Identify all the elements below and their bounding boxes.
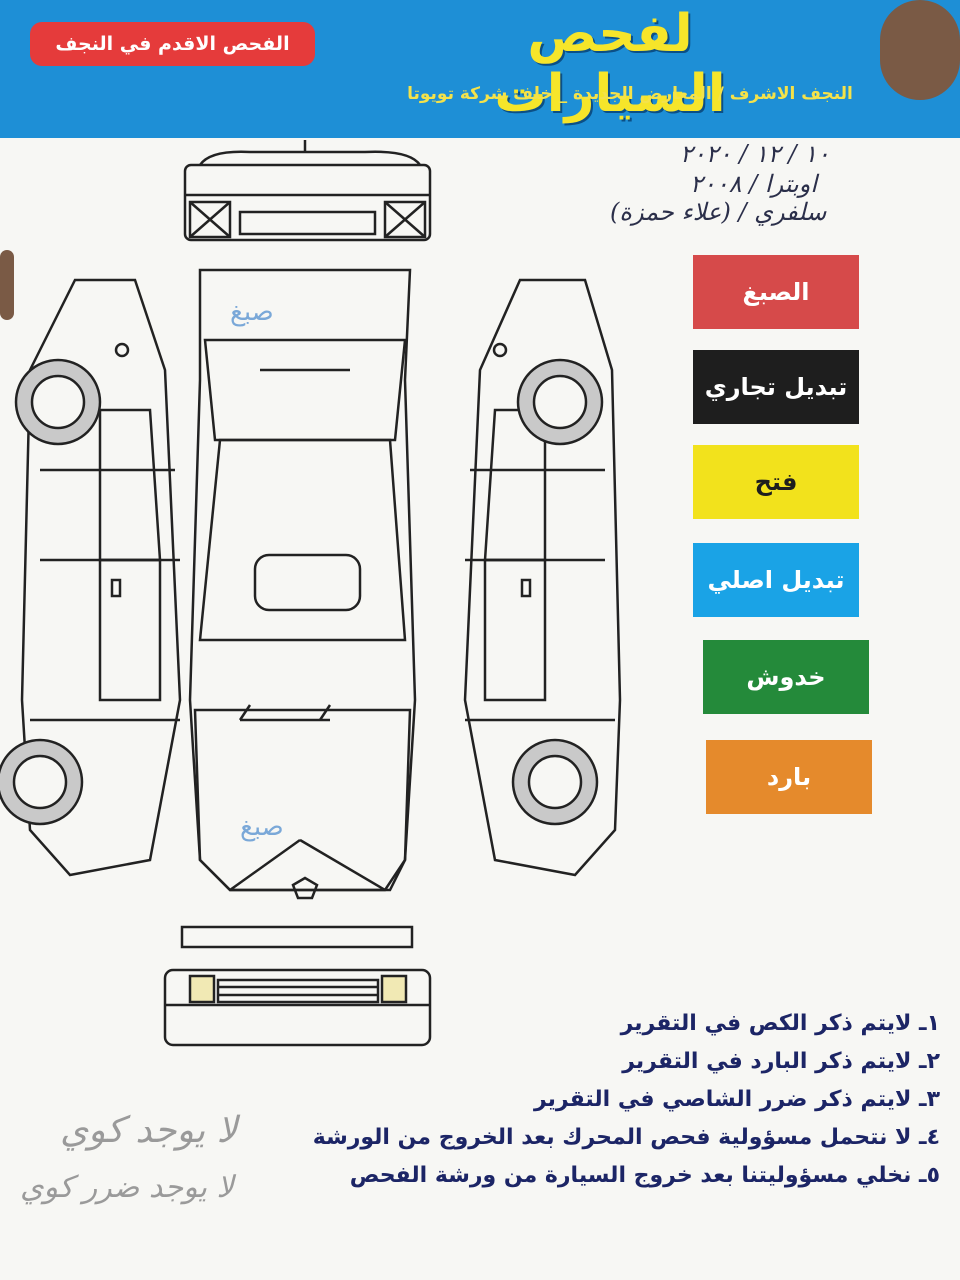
oldest-inspection-badge: الفحص الاقدم في النجف	[30, 22, 315, 66]
handwritten-owner: سلفري / (علاء حمزة)	[610, 198, 827, 226]
header-banner: الفحص الاقدم في النجف لفحص السيارات النج…	[0, 0, 960, 138]
pencil-note-1: لا يوجد كوي	[60, 1110, 238, 1151]
rear-view-outline	[163, 968, 432, 1047]
disclaimer-notes: ١ـ لايتم ذكر الكص في التقرير ٢ـ لايتم ذك…	[312, 1005, 940, 1195]
legend-opened: فتح	[693, 445, 859, 519]
legend-paint: الصبغ	[693, 255, 859, 329]
note-5: ٥ـ نخلي مسؤوليتنا بعد خروج السيارة من ور…	[349, 1163, 940, 1188]
note-4: ٤ـ لا نتحمل مسؤولية فحص المحرك بعد الخرو…	[312, 1125, 940, 1150]
legend-commercial-replacement: تبديل تجاري	[693, 350, 859, 424]
handwritten-date: ١٠ / ١٢ / ٢٠٢٠	[680, 140, 830, 168]
pencil-note-2: لا يوجد ضرر كوي	[20, 1170, 234, 1205]
legend-scratches: خدوش	[703, 640, 869, 714]
right-side-outline	[463, 278, 622, 877]
page-title: لفحص السيارات	[494, 4, 726, 124]
top-view-outline	[180, 268, 417, 949]
front-view-outline	[183, 140, 432, 242]
note-1: ١ـ لايتم ذكر الكص في التقرير	[620, 1011, 940, 1036]
finger-top-right	[880, 0, 960, 100]
address-line: النجف الاشرف / المعارض الجديدة _ خلف شرك…	[407, 84, 853, 104]
paint-mark-right: صبغ	[230, 297, 274, 327]
finger-left	[0, 250, 14, 320]
note-3: ٣ـ لايتم ذكر ضرر الشاصي في التقرير	[533, 1087, 940, 1112]
legend-filler: بارد	[706, 740, 872, 814]
handwritten-model: اوبترا / ٢٠٠٨	[690, 170, 817, 198]
note-2: ٢ـ لايتم ذكر البارد في التقرير	[622, 1049, 940, 1074]
paint-mark-left: صبغ	[240, 812, 284, 842]
legend-original-replacement: تبديل اصلي	[693, 543, 859, 617]
left-side-outline	[0, 278, 182, 877]
car-damage-diagram: صبغ صبغ	[0, 140, 622, 1047]
